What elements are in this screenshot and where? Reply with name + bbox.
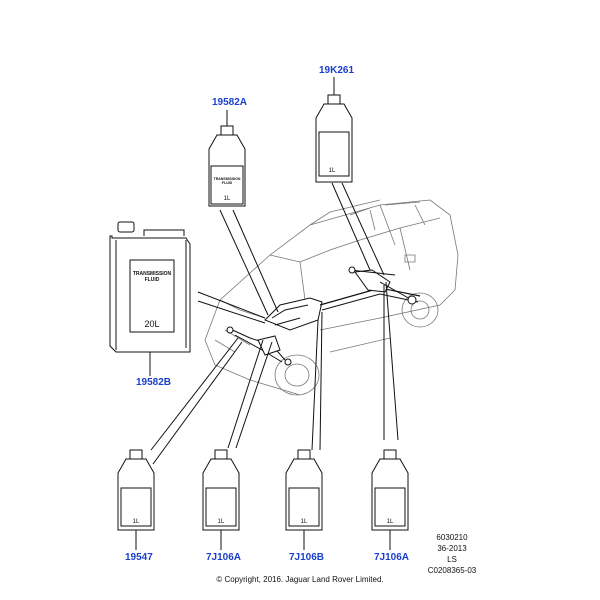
copyright-notice: © Copyright, 2016. Jaguar Land Rover Lim…	[216, 575, 384, 584]
reference-code: LS	[447, 555, 457, 564]
bottle-volume-text: 1L	[224, 196, 231, 202]
fluid-bottle-19582A[interactable]: TRANSMISSION FLUID 1L	[208, 125, 246, 207]
part-label-19582B[interactable]: 19582B	[136, 377, 172, 388]
bottle-volume-text: 1L	[133, 519, 140, 525]
illustration-id: C0208365-03	[427, 566, 477, 575]
part-label-7J106A-left[interactable]: 7J106A	[206, 552, 242, 563]
can-title-line2: FLUID	[145, 277, 160, 283]
fluid-bottle-7J106B[interactable]: 1L	[285, 449, 323, 531]
part-label-19547[interactable]: 19547	[125, 552, 153, 563]
part-label-19582A[interactable]: 19582A	[212, 97, 248, 108]
reference-date: 36-2013	[437, 544, 467, 553]
bottle-title-line1: TRANSMISSION	[214, 177, 241, 181]
fluid-bottle-19K261[interactable]: 1L	[315, 94, 353, 183]
bottle-volume-text: 1L	[301, 519, 308, 525]
fluid-bottle-7J106A-left[interactable]: 1L	[202, 449, 240, 531]
drivetrain-illustration	[226, 266, 421, 366]
part-label-7J106B[interactable]: 7J106B	[289, 552, 325, 563]
part-label-7J106A-right[interactable]: 7J106A	[374, 552, 410, 563]
leader-lines	[135, 77, 399, 550]
fluid-bottle-19547[interactable]: 1L	[117, 449, 155, 531]
vehicle-illustration	[204, 199, 459, 396]
bottle-volume-text: 1L	[218, 519, 225, 525]
fluid-can-19582B[interactable]: TRANSMISSION FLUID 20L	[109, 221, 191, 353]
part-label-19K261[interactable]: 19K261	[319, 65, 355, 76]
bottle-title-line2: FLUID	[222, 181, 233, 185]
reference-number: 6030210	[436, 533, 468, 542]
bottle-volume-text: 1L	[387, 519, 394, 525]
can-volume-text: 20L	[144, 319, 159, 329]
fluid-bottle-7J106A-right[interactable]: 1L	[371, 449, 409, 531]
bottle-volume-text: 1L	[329, 168, 336, 174]
can-title-line1: TRANSMISSION	[133, 271, 172, 277]
